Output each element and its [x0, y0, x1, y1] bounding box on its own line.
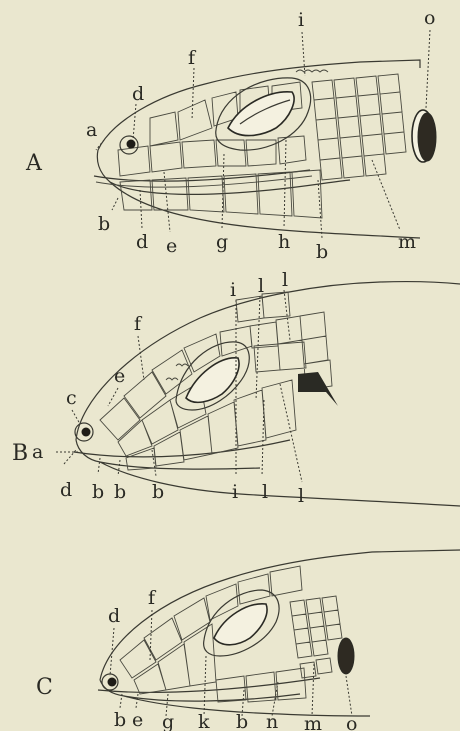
panel-c-label-g: g	[162, 711, 174, 731]
panel-a: A a b d d e f g h b m o i	[25, 7, 436, 263]
panel-a-eye	[228, 92, 294, 136]
panel-c-mouth-line	[98, 678, 320, 692]
panel-b-eye	[186, 358, 239, 403]
panel-b-label-c: c	[66, 387, 77, 409]
panel-a-label-f: f	[188, 47, 197, 69]
panel-c-letter: C	[36, 675, 53, 700]
panel-b-label-i-1: i	[230, 279, 236, 301]
panel-c-label-n: n	[266, 711, 278, 731]
panel-c-label-e: e	[132, 709, 143, 731]
panel-b-label-f: f	[134, 313, 143, 335]
panel-c-label-m: m	[304, 713, 322, 731]
panel-c-ear-opening	[338, 638, 354, 674]
panel-b-label-b-3: b	[152, 481, 164, 503]
panel-a-label-e: e	[166, 235, 177, 257]
panel-b-letter: B	[12, 441, 28, 466]
panel-a-label-i: i	[298, 9, 304, 31]
panel-a-granular-scales	[312, 74, 406, 180]
panel-a-label-g: g	[216, 231, 228, 253]
panel-b-label-b-1: b	[92, 481, 104, 503]
panel-c: C d f b e g k b n m o	[36, 550, 460, 731]
panel-c-label-b-2: b	[236, 711, 248, 731]
panel-c-nostril	[108, 678, 117, 687]
panel-b-label-d: d	[60, 479, 72, 501]
panel-b: B a c d b b b e f i i l l l l	[12, 269, 460, 507]
panel-a-label-b-1: b	[98, 213, 110, 235]
panel-a-label-o: o	[424, 7, 435, 29]
panel-a-label-h: h	[278, 231, 290, 253]
panel-b-label-l-1: l	[258, 275, 264, 297]
panel-b-label-l-3: l	[262, 481, 268, 503]
panel-b-label-b-2: b	[114, 481, 126, 503]
panel-c-label-k: k	[198, 711, 210, 731]
panel-c-head-outline	[100, 550, 460, 716]
panel-a-label-d-1: d	[132, 83, 144, 105]
panel-b-label-l-2: l	[282, 269, 288, 291]
panel-b-label-i-2: i	[232, 481, 238, 503]
panel-b-label-a: a	[32, 441, 43, 463]
panel-c-label-o: o	[346, 713, 357, 731]
panel-b-nostril	[82, 428, 91, 437]
panel-a-label-d-2: d	[136, 231, 148, 253]
panel-a-label-m: m	[398, 231, 416, 253]
panel-c-label-f: f	[148, 587, 157, 609]
panel-c-granular-scales	[290, 596, 342, 678]
panel-a-supraciliary-granules	[296, 70, 328, 72]
panel-c-eye	[214, 604, 267, 645]
panel-b-arrow	[298, 372, 338, 406]
panel-a-label-b-2: b	[316, 241, 328, 263]
panel-c-label-b-1: b	[114, 709, 126, 731]
panel-a-letter: A	[25, 151, 43, 176]
panel-b-label-l-4: l	[298, 485, 304, 507]
panel-b-supraocular-granules	[166, 364, 188, 380]
panel-b-label-e: e	[114, 365, 125, 387]
panel-a-tympanum	[418, 113, 436, 161]
panel-a-nostril	[127, 140, 136, 149]
panel-a-label-a: a	[86, 119, 97, 141]
panel-c-label-d: d	[108, 605, 120, 627]
